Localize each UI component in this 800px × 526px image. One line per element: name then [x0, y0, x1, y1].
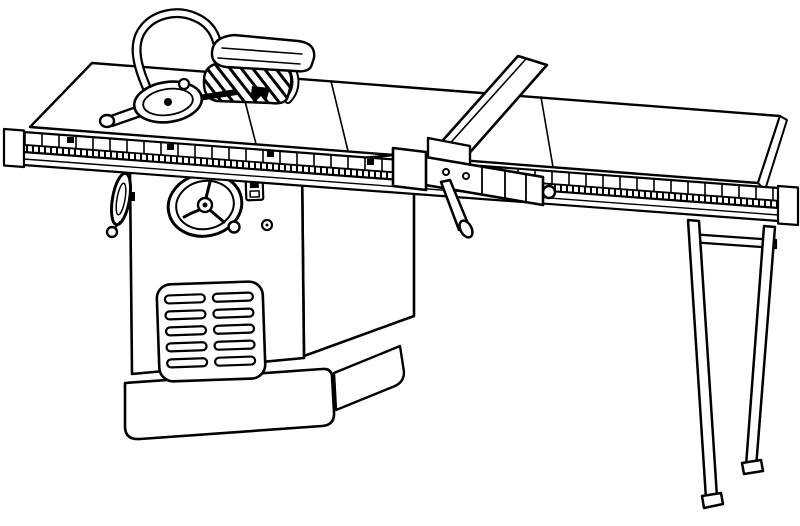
fence-head-faceplate	[391, 146, 428, 192]
antikickback-pawl: Anti-kickback pawl	[251, 86, 270, 102]
support-legs: Extension table support legs	[686, 218, 778, 510]
rail-bolt	[267, 151, 274, 157]
front-leg-foot	[700, 491, 725, 510]
handwheel-crank-knob	[227, 220, 241, 234]
miter-handle-knob	[98, 113, 116, 129]
table-seam-center	[330, 80, 349, 152]
fence-head: Rip fence locking head Fence lock lever	[391, 136, 557, 239]
miter-gauge: Miter gauge	[98, 77, 237, 129]
lock-knob: Lock knob	[260, 218, 274, 232]
miter-bar	[198, 89, 237, 101]
rear-leg-foot	[740, 458, 765, 476]
rail-right-cap	[776, 184, 800, 227]
rail-bolt	[167, 144, 174, 150]
blade-guard-assembly: Blade guard Anti-kickback pawl	[131, 8, 316, 105]
cabinet: Cabinet base Cabinet plinth Motor coolin…	[105, 151, 416, 441]
table-seam-extension	[540, 96, 554, 168]
elevation-handwheel: Blade elevation handwheel	[166, 172, 244, 238]
rail-bolt	[67, 137, 74, 143]
rail-bolt	[367, 159, 374, 165]
guard-arm-inner	[133, 10, 220, 100]
louver-vent: Motor cooling vent louvers	[155, 280, 267, 383]
cabinet-plinth: Cabinet plinth	[123, 367, 336, 441]
plinth-side	[332, 344, 406, 412]
miter-lock-knob	[177, 77, 191, 91]
fence-micro-knob	[541, 184, 557, 200]
guard-body	[210, 33, 316, 73]
fence-lock-lever: Fence lock lever	[439, 178, 474, 239]
rail-left-cap	[2, 127, 26, 169]
